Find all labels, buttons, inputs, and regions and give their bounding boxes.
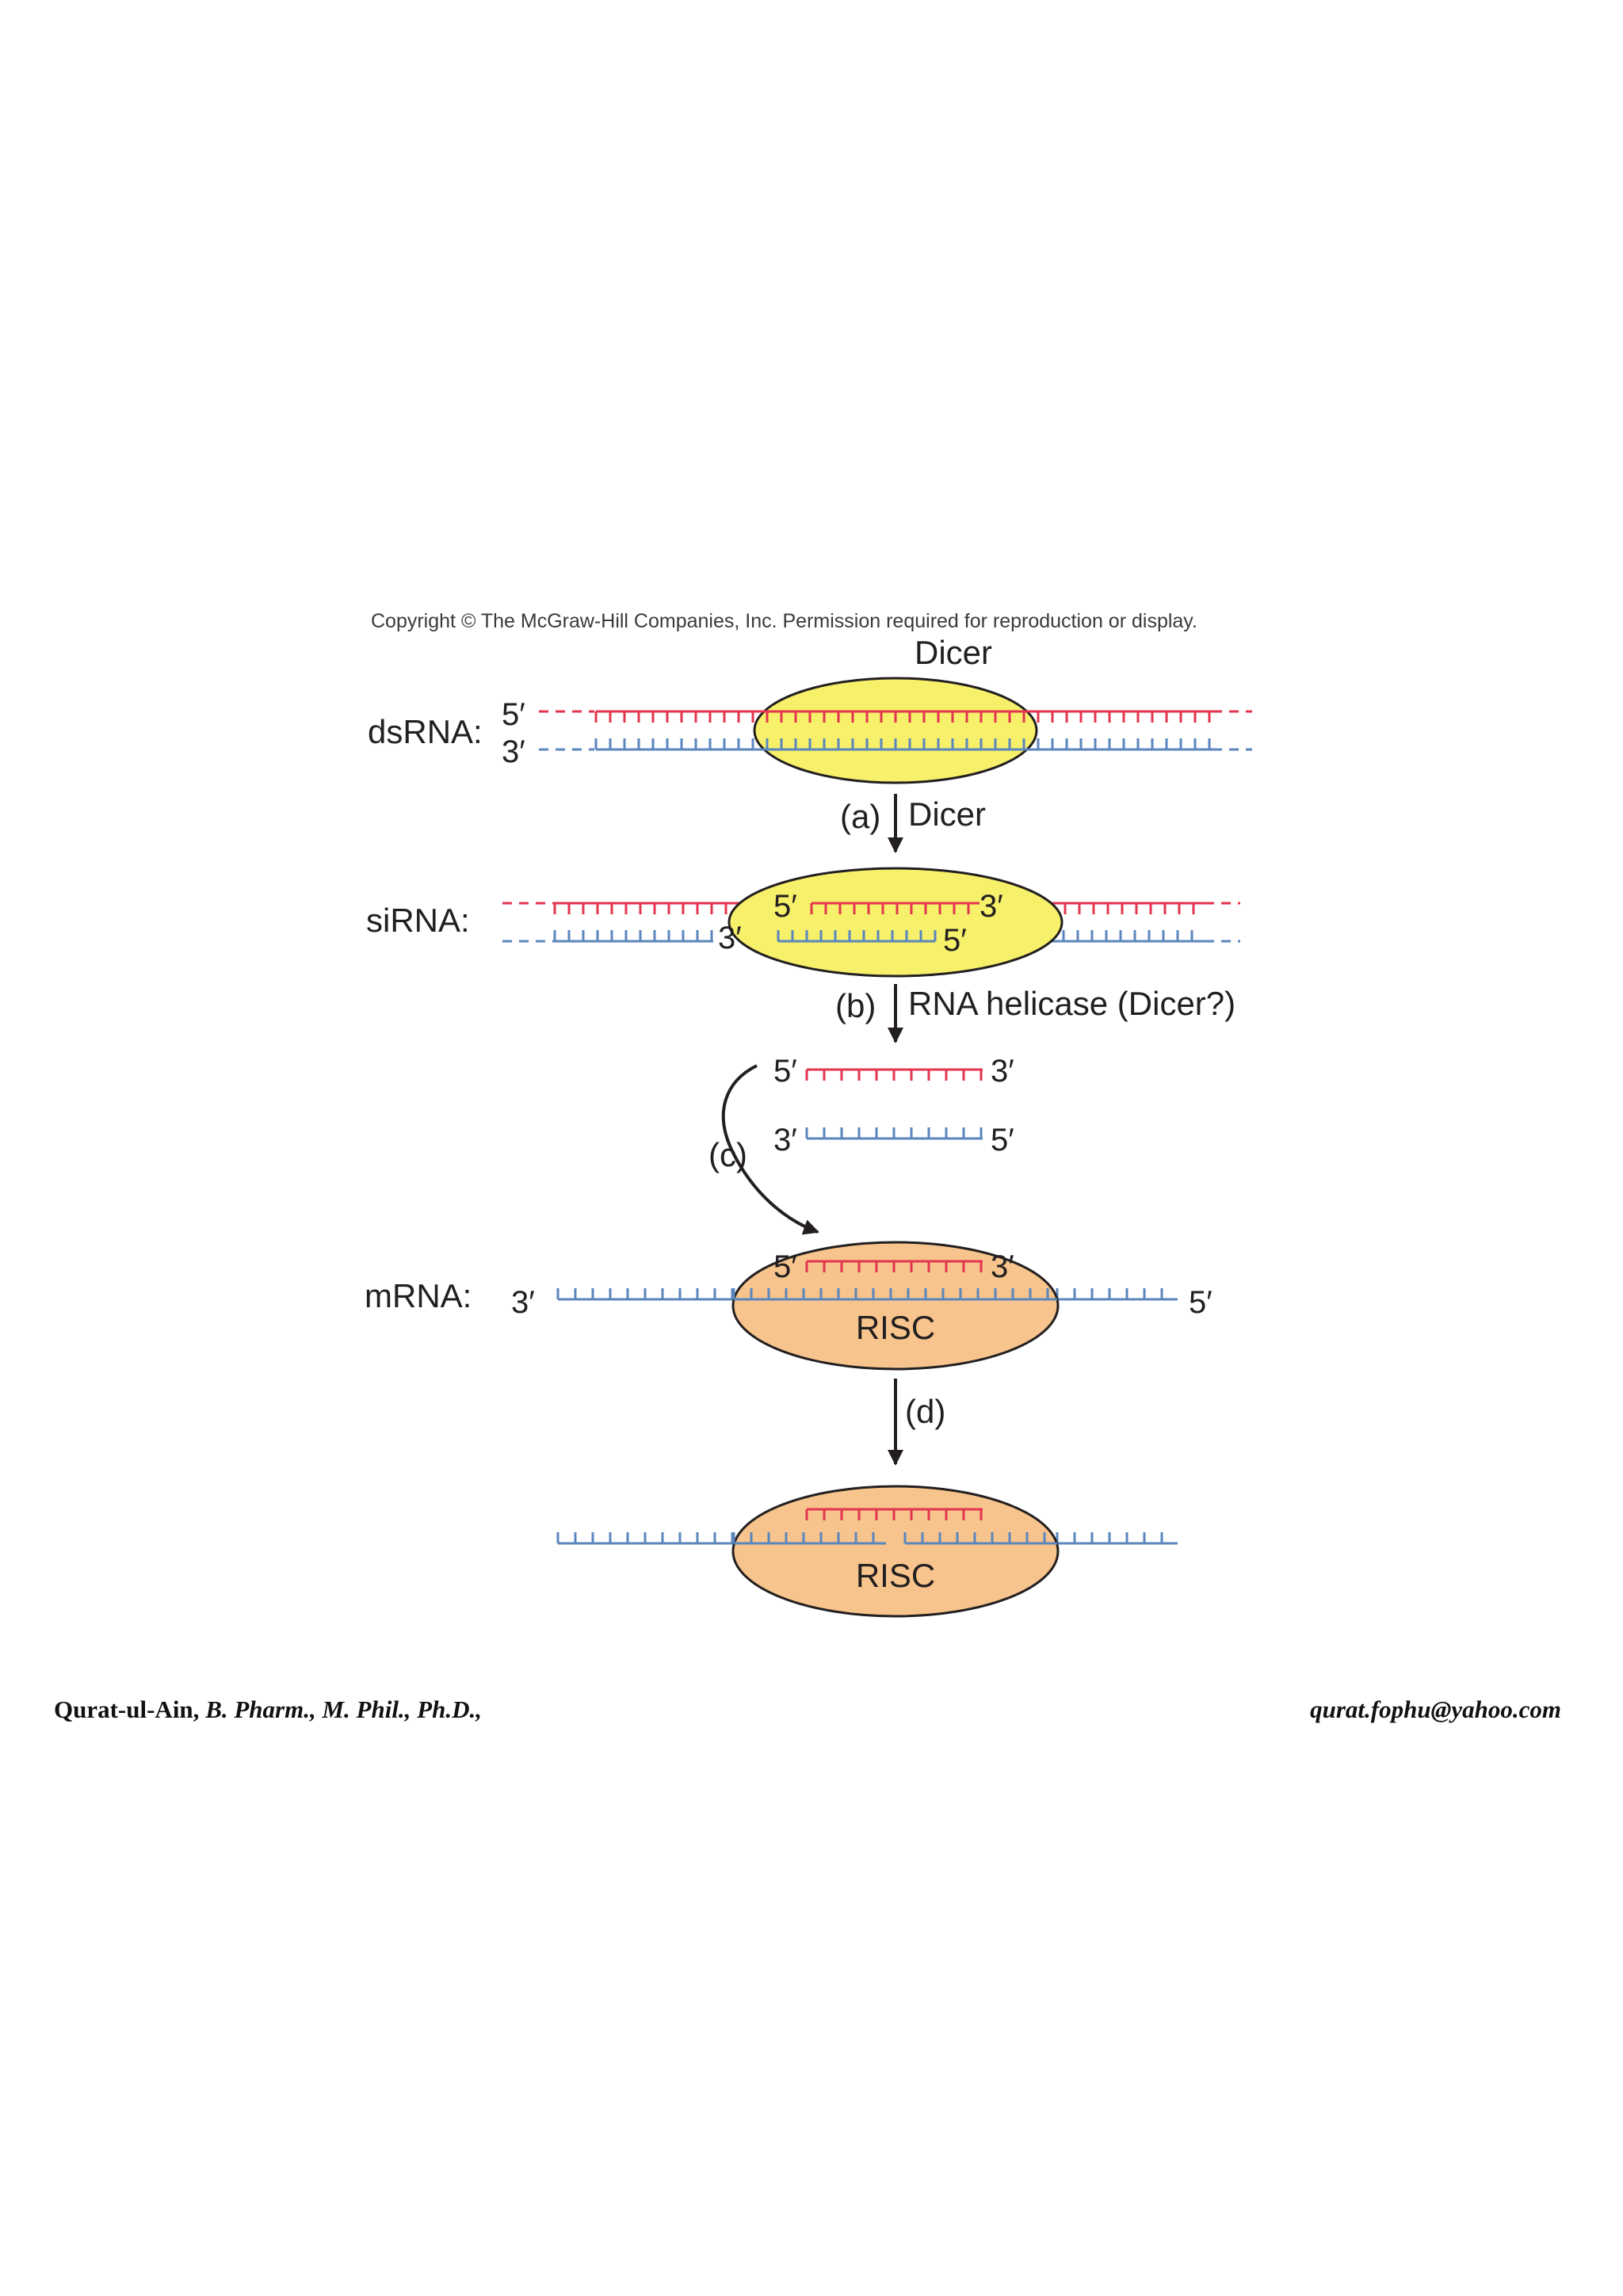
dsrna-3prime: 3′: [502, 734, 525, 769]
step-c-arrow: [721, 1064, 819, 1235]
sirna-bottom-3prime: 3′: [718, 921, 742, 955]
sirna-bottom-5prime: 5′: [943, 923, 967, 958]
risc-label-cleaved: RISC: [856, 1557, 935, 1594]
guide-5prime: 5′: [773, 1054, 797, 1089]
step-d-tag: (d): [905, 1393, 945, 1430]
mrna-risc-stage: mRNA: 3′ 5′ 5′ 3′ RISC: [365, 1241, 1212, 1371]
cleaved-strand-outside: [556, 1532, 1178, 1545]
mrna-3prime: 3′: [511, 1285, 535, 1320]
step-a: (a) Dicer: [840, 794, 986, 853]
step-c-tag: (c): [708, 1136, 747, 1173]
dsrna-5prime: 5′: [502, 697, 525, 732]
step-b-tag: (b): [835, 987, 876, 1024]
sirna-top-3prime: 3′: [980, 889, 1003, 924]
cleaved-mrna-stage: RISC: [556, 1485, 1178, 1618]
dsrna-strands-inside: [751, 710, 1040, 751]
dicer-ellipse-sirna: [727, 867, 1064, 978]
mrna-5prime: 5′: [1189, 1285, 1212, 1320]
author-email: qurat.fophu@yahoo.com: [1310, 1695, 1561, 1723]
step-d: (d): [888, 1379, 945, 1466]
dicer-enzyme-label: Dicer: [915, 634, 992, 671]
passenger-3prime: 3′: [773, 1123, 797, 1158]
separated-strands-stage: 5′ 3′ 3′ 5′: [773, 1054, 1014, 1158]
step-c: (c): [708, 1064, 819, 1235]
step-a-text: Dicer: [908, 795, 986, 833]
author-credit: Qurat-ul-Ain, B. Pharm., M. Phil., Ph.D.…: [54, 1695, 482, 1724]
passenger-5prime: 5′: [991, 1123, 1014, 1158]
sirna-label: siRNA:: [366, 902, 470, 939]
step-b: (b) RNA helicase (Dicer?): [835, 984, 1235, 1043]
sirna-top-5prime: 5′: [773, 889, 797, 924]
sirna-stage: siRNA: 5′ 3′ 3′ 5′: [366, 867, 1240, 978]
copyright-notice: Copyright © The McGraw-Hill Companies, I…: [371, 610, 1197, 632]
mrna-guide-inside: [732, 1260, 1057, 1301]
dsrna-stage: dsRNA: 5′ 3′ Dicer: [368, 634, 1252, 784]
step-a-tag: (a): [840, 798, 880, 835]
cleaved-strand-inside: [732, 1508, 1057, 1545]
mrna-strand-outside: [556, 1288, 1178, 1301]
dsrna-label: dsRNA:: [368, 713, 483, 750]
dicer-ellipse: [753, 677, 1038, 784]
author-name: Qurat-ul-Ain,: [54, 1695, 200, 1723]
risc-ellipse: [731, 1241, 1060, 1371]
risc-guide-5prime: 5′: [773, 1249, 797, 1284]
mrna-label: mRNA:: [365, 1277, 472, 1314]
sirna-strands-inside: [777, 902, 980, 943]
author-credentials: B. Pharm., M. Phil., Ph.D.,: [205, 1695, 482, 1723]
step-b-text: RNA helicase (Dicer?): [908, 985, 1235, 1022]
risc-guide-3prime: 3′: [991, 1249, 1014, 1284]
risc-ellipse-cleaved: [731, 1485, 1060, 1618]
dsrna-strands-outside: [539, 710, 1252, 751]
guide-3prime: 3′: [991, 1054, 1014, 1089]
separated-strands: [805, 1068, 983, 1140]
risc-label: RISC: [856, 1309, 935, 1346]
